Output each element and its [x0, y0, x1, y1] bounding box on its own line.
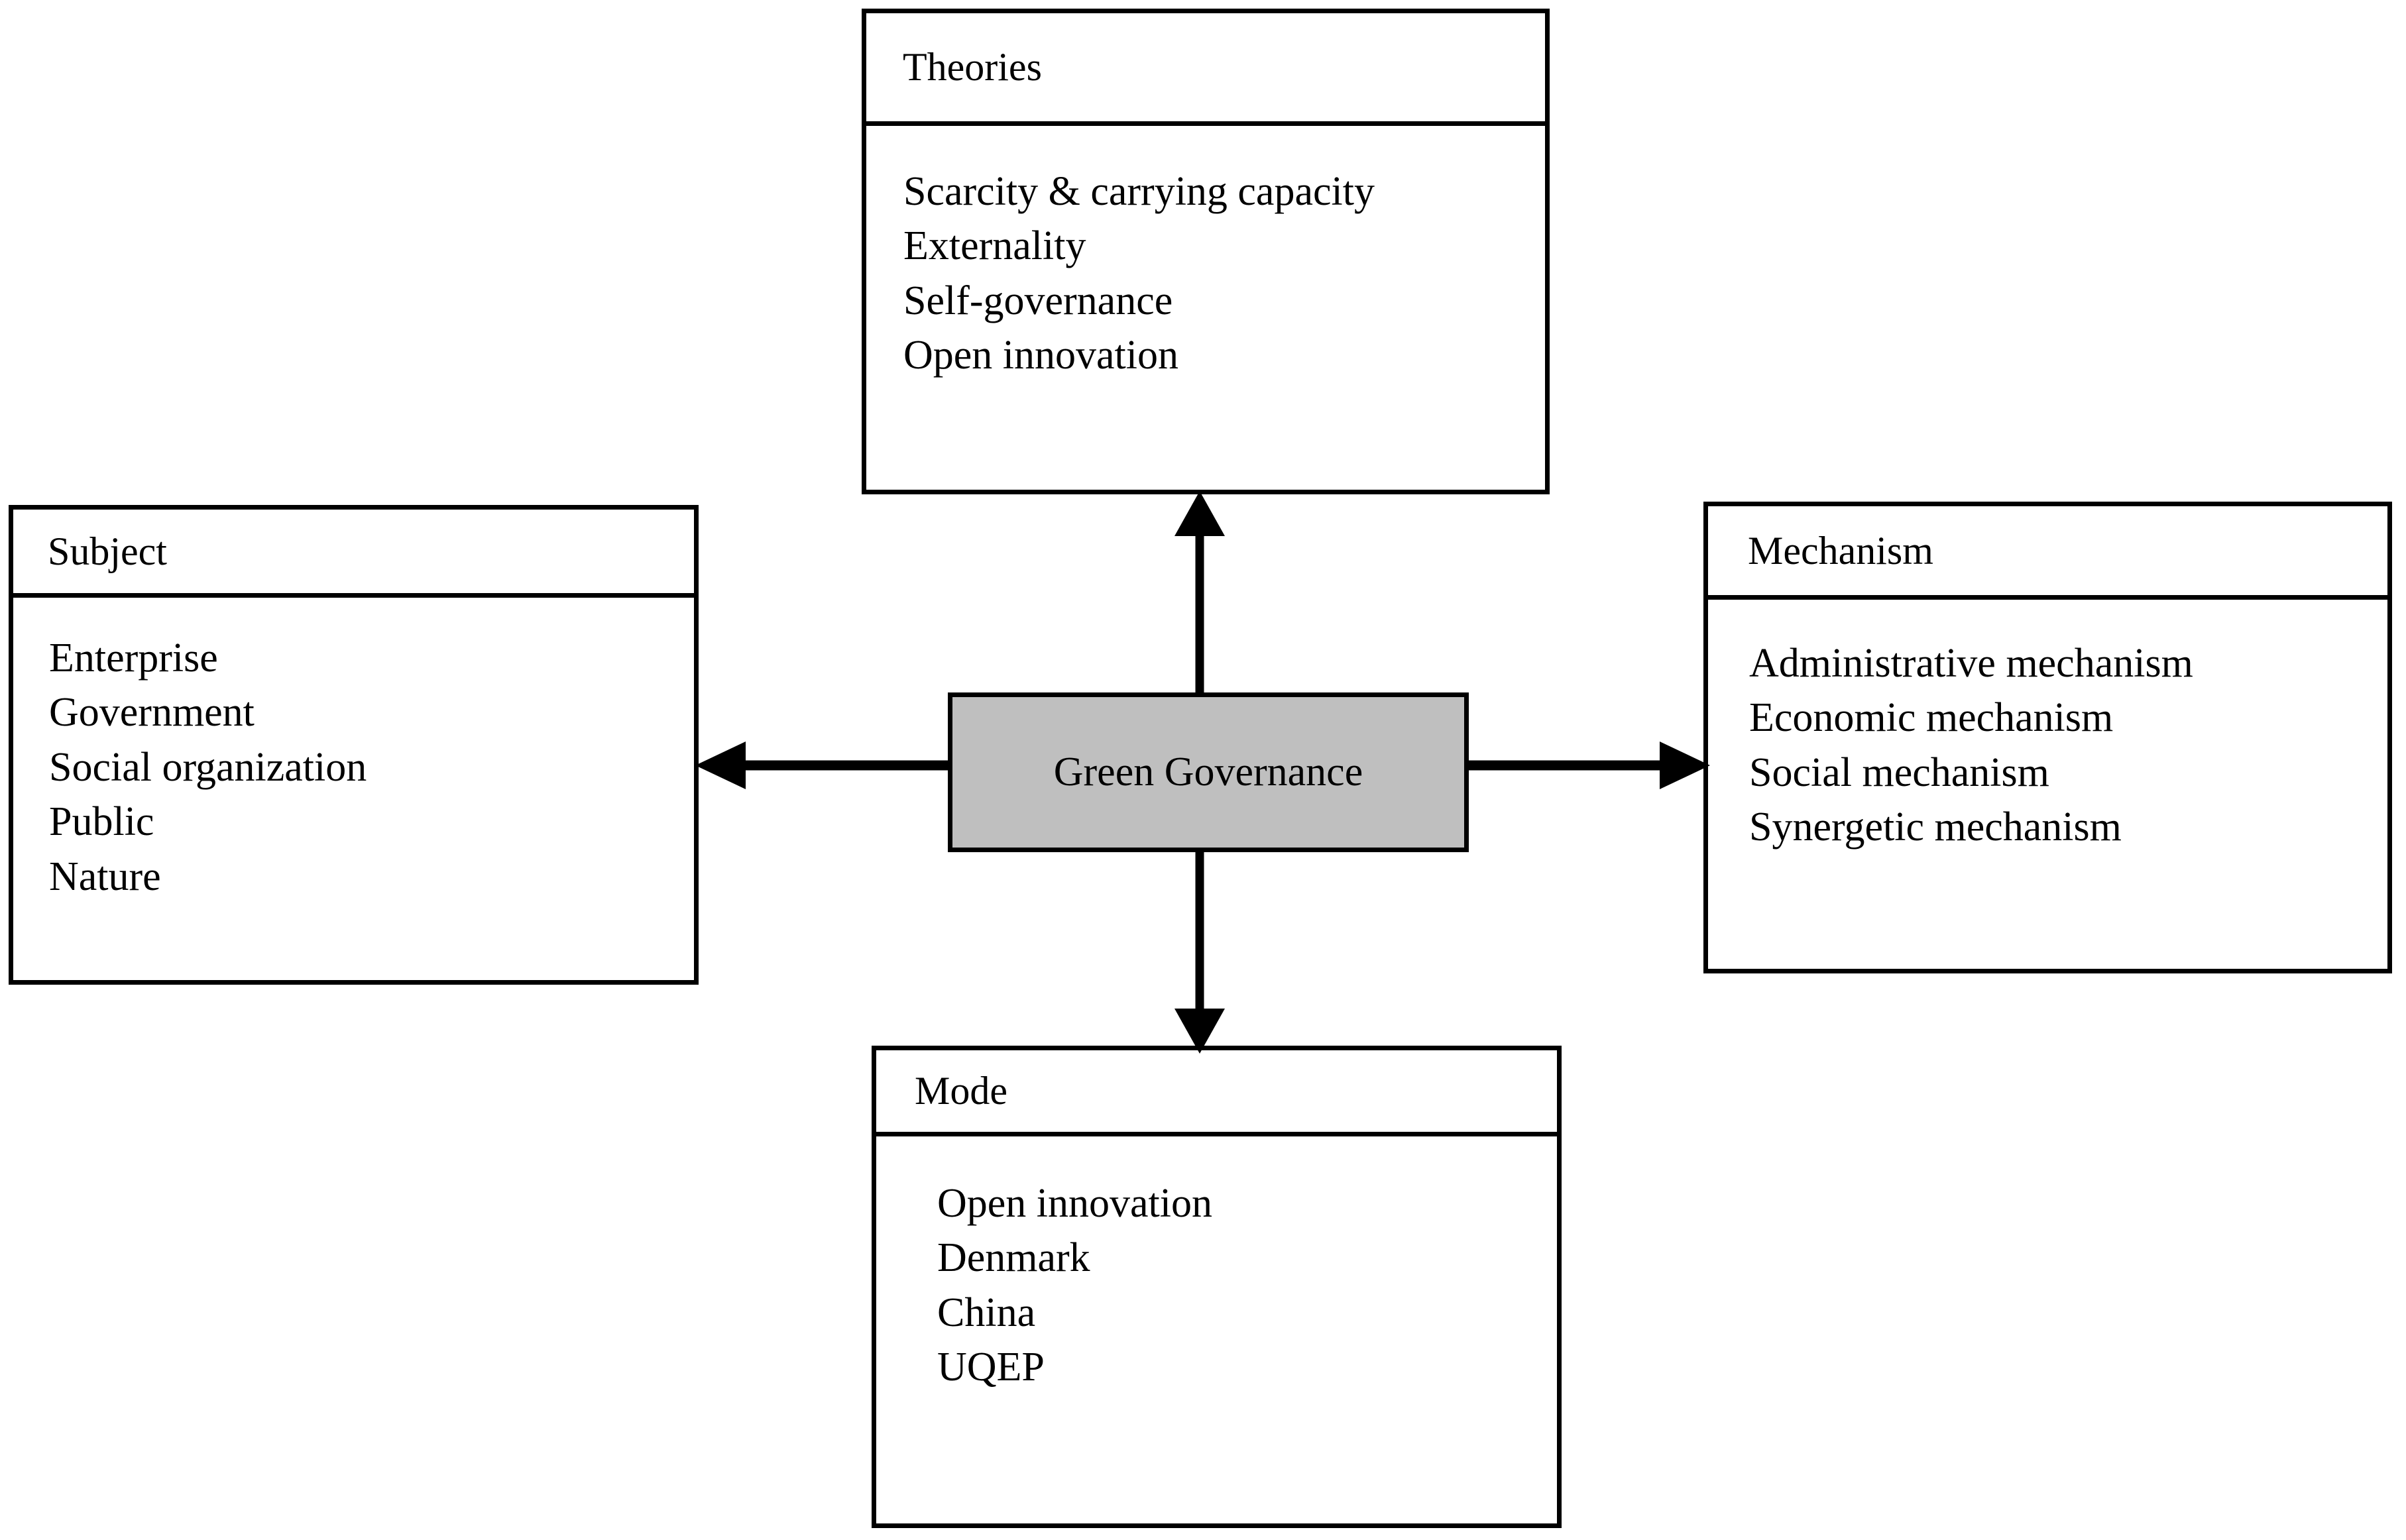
list-item: Social mechanism [1749, 749, 2049, 795]
list-item: Public [49, 799, 154, 845]
node-mode-body: Open innovation Denmark China UQEP [876, 1136, 1557, 1523]
node-mechanism[interactable]: Mechanism Administrative mechanism Econo… [1703, 502, 2392, 973]
node-mode-header: Mode [876, 1050, 1557, 1136]
node-subject[interactable]: Subject Enterprise Government Social org… [9, 505, 699, 985]
node-subject-body: Enterprise Government Social organizatio… [13, 598, 694, 980]
arrow-left-icon [695, 742, 956, 789]
node-mechanism-body: Administrative mechanism Economic mechan… [1708, 600, 2387, 969]
list-item: China [937, 1290, 1036, 1335]
list-item: Social organization [49, 744, 367, 790]
list-item: Enterprise [49, 635, 218, 681]
list-item: Open innovation [937, 1181, 1212, 1226]
node-theories-title: Theories [903, 45, 1042, 89]
node-theories[interactable]: Theories Scarcity & carrying capacity Ex… [862, 9, 1550, 494]
list-item: Nature [49, 853, 161, 899]
node-subject-title: Subject [48, 529, 167, 573]
node-mechanism-title: Mechanism [1748, 528, 1933, 573]
node-subject-header: Subject [13, 510, 694, 598]
list-item: Synergetic mechanism [1749, 804, 2122, 850]
node-green-governance[interactable]: Green Governance [948, 692, 1469, 852]
node-theories-body: Scarcity & carrying capacity Externality… [866, 126, 1545, 490]
node-theories-header: Theories [866, 13, 1545, 126]
list-item: Open innovation [903, 333, 1178, 378]
node-mode-title: Mode [915, 1069, 1007, 1113]
arrow-up-icon [1174, 491, 1225, 699]
list-item: Self-governance [903, 278, 1173, 323]
list-item: Administrative mechanism [1749, 641, 2193, 686]
node-mode[interactable]: Mode Open innovation Denmark China UQEP [872, 1046, 1562, 1528]
arrow-right-icon [1462, 742, 1710, 789]
list-item: Externality [903, 223, 1086, 269]
list-item: Government [49, 690, 255, 736]
list-item: Economic mechanism [1749, 695, 2114, 741]
node-green-governance-label: Green Governance [1053, 749, 1363, 795]
list-item: Scarcity & carrying capacity [903, 169, 1375, 214]
node-mechanism-header: Mechanism [1708, 506, 2387, 600]
arrow-down-icon [1174, 846, 1225, 1054]
list-item: UQEP [937, 1345, 1045, 1390]
list-item: Denmark [937, 1235, 1090, 1281]
